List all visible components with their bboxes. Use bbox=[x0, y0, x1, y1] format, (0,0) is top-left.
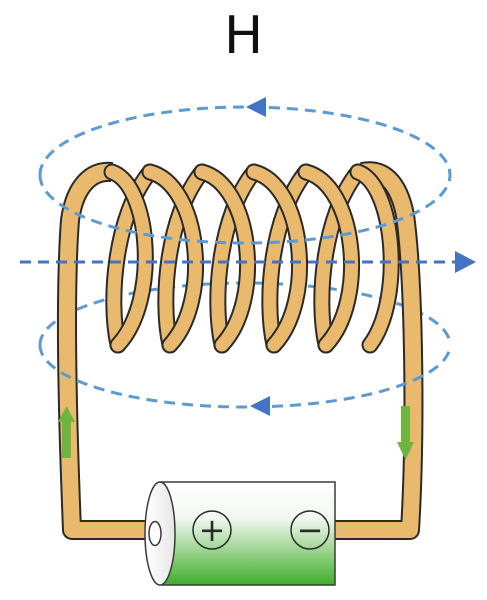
field-arrow-bottom-icon bbox=[250, 396, 270, 416]
right-lead-wire bbox=[335, 161, 424, 540]
field-loop-top-front bbox=[38, 174, 452, 245]
current-arrow-up-icon bbox=[58, 406, 75, 458]
battery-terminal bbox=[148, 520, 162, 547]
central-field-axis bbox=[20, 251, 476, 273]
axis-arrowhead-icon bbox=[455, 251, 476, 273]
battery: + − bbox=[144, 481, 336, 586]
positive-terminal-icon bbox=[192, 510, 232, 550]
positive-symbol: + bbox=[199, 511, 226, 549]
field-loop-top-back bbox=[38, 105, 452, 176]
field-arrow-top-icon bbox=[246, 97, 266, 117]
current-arrow-down-icon bbox=[397, 406, 414, 460]
coil-front-strands bbox=[103, 163, 400, 354]
left-lead-wire bbox=[56, 161, 150, 540]
field-loop-bottom-front bbox=[38, 344, 452, 409]
negative-symbol: − bbox=[297, 511, 324, 549]
field-symbol-label: H bbox=[223, 6, 264, 66]
negative-terminal-icon bbox=[290, 510, 330, 550]
